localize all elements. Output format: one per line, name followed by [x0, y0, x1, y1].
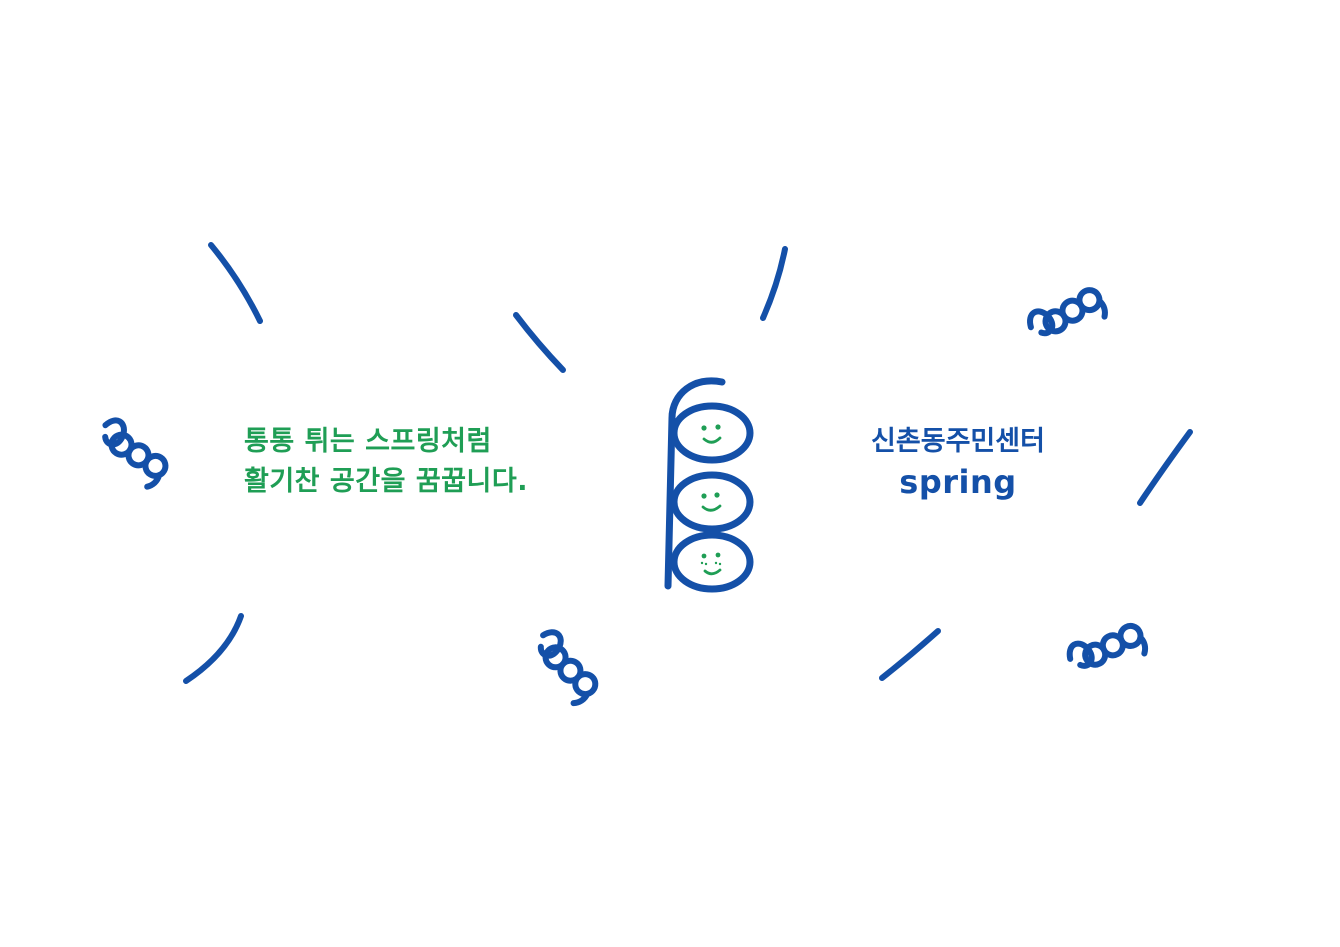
slogan-text: 통통 튀는 스프링처럼 활기찬 공간을 꿈꿉니다.: [244, 422, 604, 502]
coil-spring-icon-top-right: [1025, 279, 1109, 353]
motion-stroke-bottom-left: [183, 613, 244, 684]
motion-stroke-top-left: [208, 242, 263, 324]
mascot-face-bottom: [700, 552, 722, 576]
brand-english-name: spring: [899, 463, 1017, 501]
motion-stroke-right: [1137, 429, 1193, 506]
brand-korean-name: 신촌동주민센터: [871, 426, 1045, 457]
coil-spring-icon-left: [90, 416, 174, 490]
mascot-face-top: [701, 424, 722, 444]
brand-lockup: 신촌동주민센터 spring: [830, 422, 1086, 502]
coil-spring-icon-bottom-right: [1065, 615, 1149, 686]
slogan-line-2: 활기찬 공간을 꿈꿉니다.: [244, 466, 528, 497]
motion-stroke-bottom-center: [879, 628, 941, 681]
motion-stroke-top-center: [760, 246, 788, 321]
coil-spring-icon-bottom-mid: [523, 627, 605, 707]
motion-stroke-upper-mid-left: [513, 312, 566, 373]
slogan-line-1: 통통 튀는 스프링처럼: [244, 426, 492, 457]
spring-mascot-icon: [664, 377, 754, 593]
mascot-face-middle: [701, 492, 722, 512]
